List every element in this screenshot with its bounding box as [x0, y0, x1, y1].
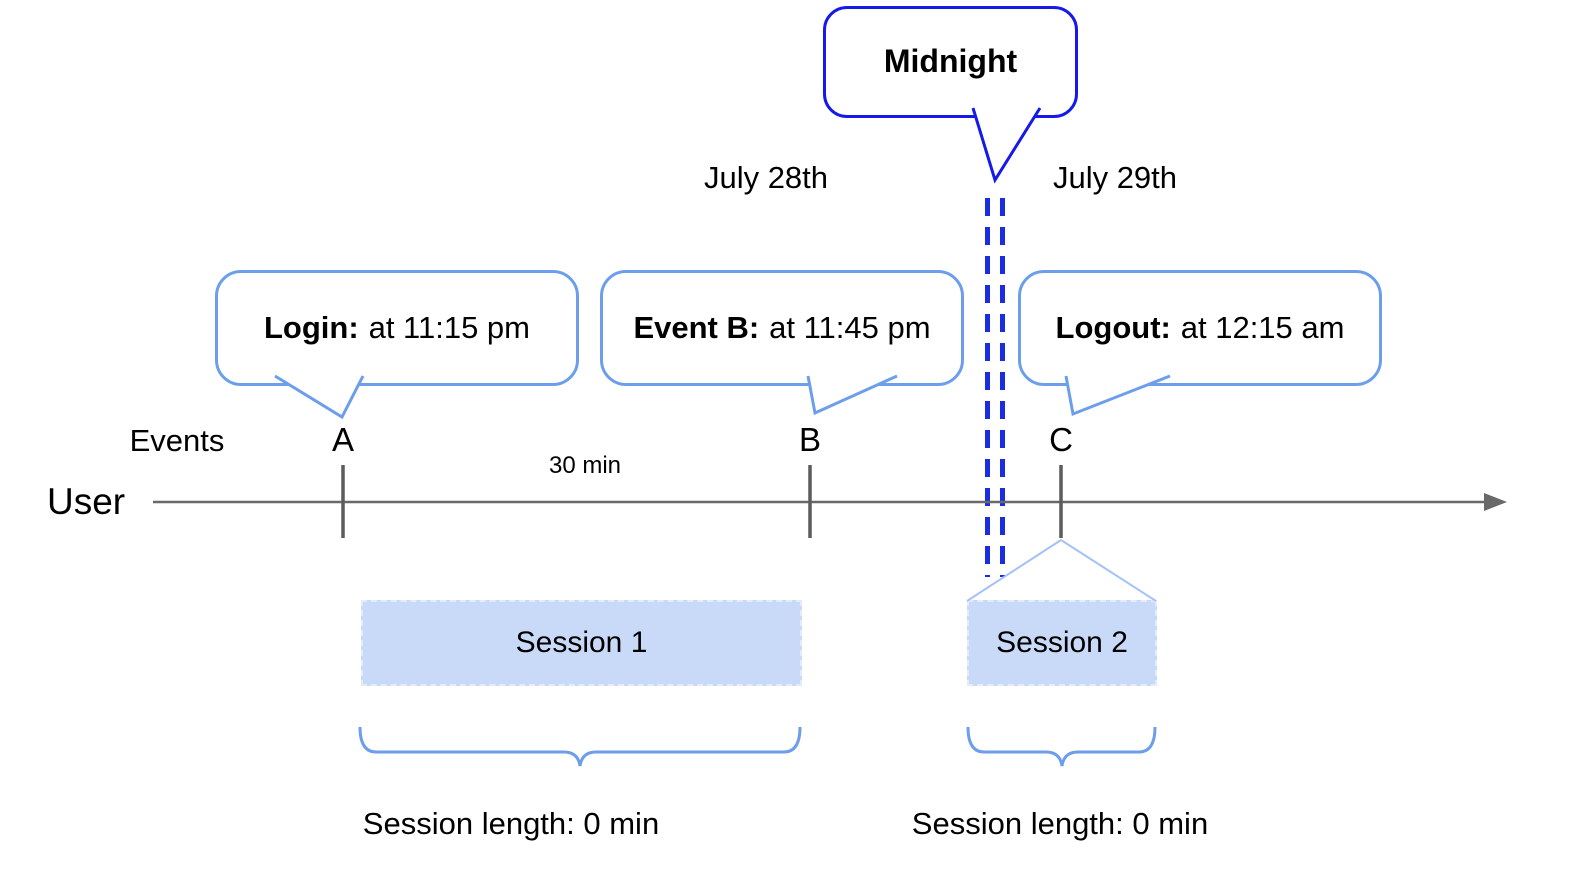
midnight-callout: Midnight — [823, 6, 1078, 118]
session-2-box: Session 2 — [967, 600, 1157, 686]
user-row-label: User — [47, 481, 126, 522]
event-b-callout-title: Event B: — [633, 309, 760, 345]
session-2-label: Session 2 — [996, 626, 1128, 659]
session-1-length-label: Session length: 0 min — [362, 806, 660, 841]
date-label-july-29: July 29th — [1052, 160, 1178, 195]
session-2-brace — [966, 726, 1157, 767]
tick-label-b: B — [798, 421, 821, 458]
interval-label-30-min: 30 min — [548, 452, 622, 479]
date-label-july-28: July 28th — [703, 160, 829, 195]
session-1-label: Session 1 — [515, 626, 648, 659]
timeline-arrowhead-icon — [1484, 493, 1507, 511]
session-1-box: Session 1 — [361, 600, 802, 686]
logout-callout: Logout: at 12:15 am — [1018, 270, 1382, 386]
event-b-callout: Event B: at 11:45 pm — [600, 270, 964, 386]
session-2-connector-left — [966, 539, 1062, 602]
login-callout-time: at 11:15 pm — [368, 309, 530, 345]
session-2-connector-right — [1060, 539, 1157, 602]
session-1-brace — [358, 726, 802, 767]
login-callout: Login: at 11:15 pm — [215, 270, 579, 386]
logout-callout-title: Logout: — [1055, 309, 1171, 345]
session-2-length-label: Session length: 0 min — [911, 806, 1209, 841]
tick-label-a: A — [331, 421, 354, 458]
logout-callout-time: at 12:15 am — [1180, 309, 1345, 345]
login-callout-title: Login: — [263, 309, 359, 345]
event-b-callout-time: at 11:45 pm — [769, 309, 931, 345]
tick-label-c: C — [1049, 421, 1073, 458]
midnight-callout-label: Midnight — [883, 43, 1018, 80]
events-row-label: Events — [129, 423, 225, 458]
